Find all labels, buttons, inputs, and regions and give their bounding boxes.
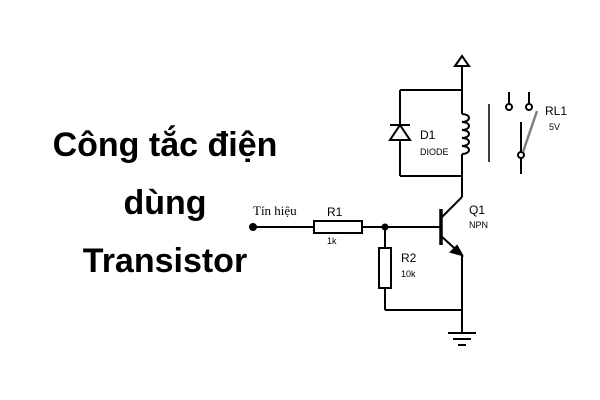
- title-line-3: Transistor: [82, 242, 248, 280]
- rl1-voltage-label: 5V: [549, 122, 560, 132]
- q1-name-label: Q1: [469, 203, 485, 217]
- d1-type-label: DIODE: [420, 147, 449, 157]
- r2-value-label: 10k: [401, 269, 416, 279]
- title-line-1: Công tắc điện: [52, 126, 278, 164]
- r2-name-label: R2: [401, 251, 417, 265]
- q1-type-label: NPN: [469, 220, 488, 230]
- diode-d1-symbol: [388, 90, 462, 177]
- r1-value-label: 1k: [327, 236, 337, 246]
- rl1-name-label: RL1: [545, 104, 567, 118]
- d1-name-label: D1: [420, 128, 436, 142]
- supply-arrow-icon: [453, 54, 471, 90]
- ground-icon: [448, 332, 476, 346]
- transistor-q1-symbol: [439, 196, 465, 257]
- relay-coil-symbol: [461, 90, 490, 176]
- title-line-2: dùng: [123, 184, 207, 222]
- input-signal-label: Tín hiệu: [253, 203, 297, 218]
- resistor-r1-symbol: [313, 220, 363, 234]
- r1-name-label: R1: [327, 205, 343, 219]
- relay-switch-symbol: [505, 92, 539, 174]
- resistor-r2-symbol: [378, 247, 392, 289]
